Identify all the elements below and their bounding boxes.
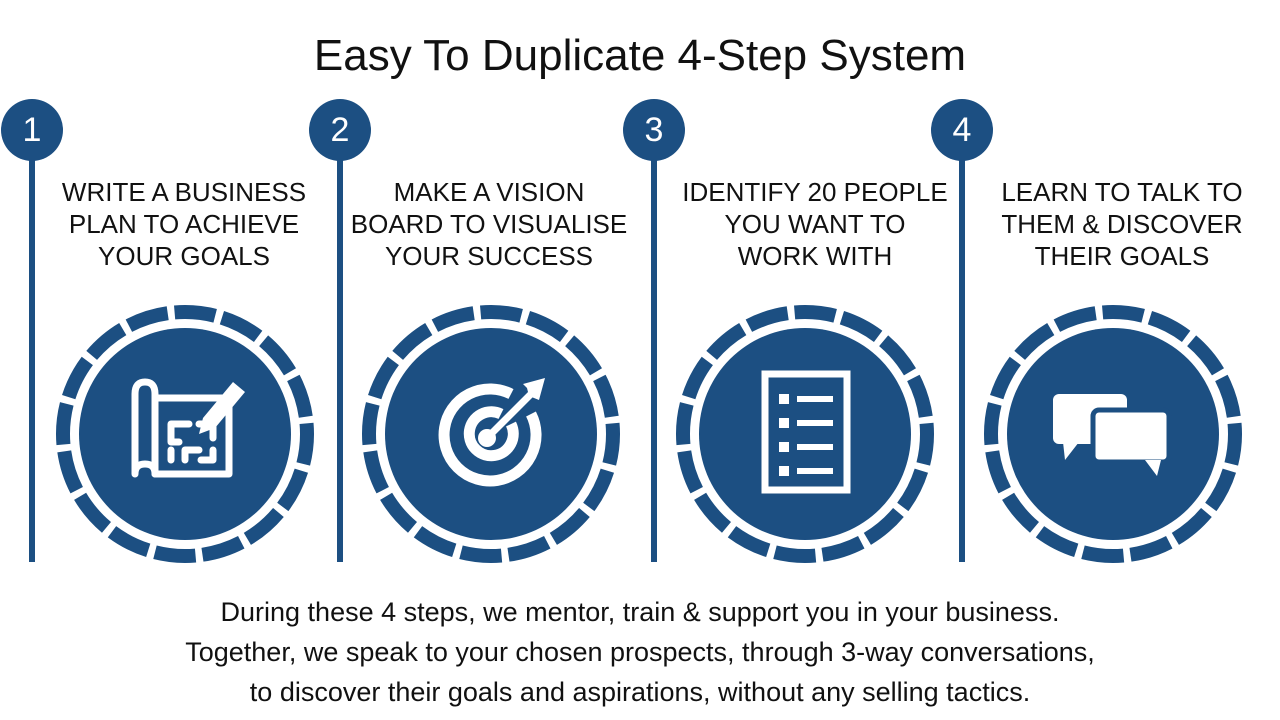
footer-line: to discover their goals and aspirations,… — [249, 677, 1031, 707]
step-3: 3 IDENTIFY 20 PEOPLE YOU WANT TO WORK WI… — [622, 0, 952, 720]
step-4: 4 LEARN TO TALK TO THEM & DISCOVER THEIR… — [930, 0, 1260, 720]
footer-line: During these 4 steps, we mentor, train &… — [220, 597, 1060, 627]
step-description: WRITE A BUSINESS PLAN TO ACHIEVE YOUR GO… — [61, 177, 307, 271]
step-description: MAKE A VISION BOARD TO VISUALISE YOUR SU… — [350, 177, 628, 271]
target-arrow-icon — [362, 305, 620, 563]
step-divider-line — [29, 130, 35, 562]
step-1: 1 WRITE A BUSINESS PLAN TO ACHIEVE YOUR … — [0, 0, 330, 720]
step-divider-line — [337, 130, 343, 562]
footer-text: During these 4 steps, we mentor, train &… — [0, 592, 1280, 712]
blueprint-pencil-icon — [56, 305, 314, 563]
page-title: Easy To Duplicate 4-Step System — [313, 31, 967, 80]
step-description: IDENTIFY 20 PEOPLE YOU WANT TO WORK WITH — [682, 177, 948, 271]
step-divider-line — [959, 130, 965, 562]
step-description: LEARN TO TALK TO THEM & DISCOVER THEIR G… — [1001, 177, 1243, 271]
checklist-icon — [676, 305, 934, 563]
step-number-badge: 1 — [1, 99, 63, 161]
step-divider-line — [651, 130, 657, 562]
step-number-badge: 3 — [623, 99, 685, 161]
step-number-badge: 2 — [309, 99, 371, 161]
step-2: 2 MAKE A VISION BOARD TO VISUALISE YOUR … — [308, 0, 638, 720]
footer-line: Together, we speak to your chosen prospe… — [185, 637, 1095, 667]
speech-bubbles-icon — [984, 305, 1242, 563]
step-number-badge: 4 — [931, 99, 993, 161]
